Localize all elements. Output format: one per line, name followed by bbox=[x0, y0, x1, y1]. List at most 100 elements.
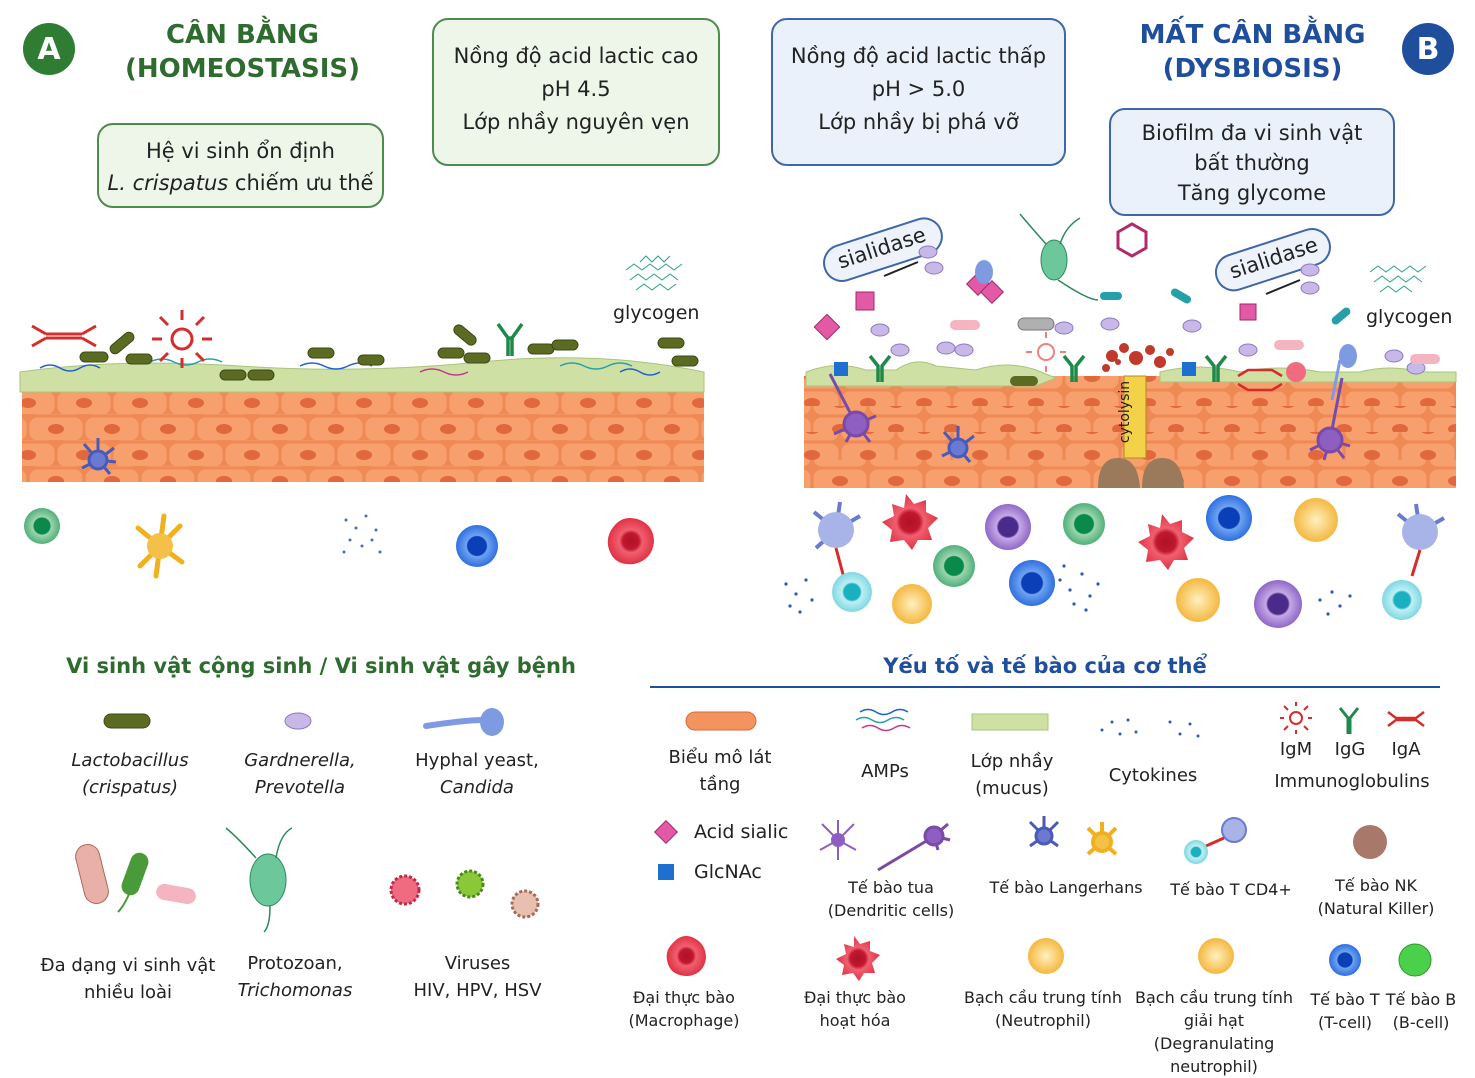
biofilm-line1: Biofilm đa vi sinh vật bbox=[1141, 121, 1363, 145]
lactobacillus-line1: Lactobacillus bbox=[71, 750, 189, 771]
epithelium-icon bbox=[685, 711, 757, 731]
panel-b-neutrophil-2 bbox=[1176, 578, 1220, 622]
neutro-line2: (Neutrophil) bbox=[995, 1011, 1091, 1030]
panel-b-teal-rods bbox=[1100, 288, 1351, 325]
biofilm-line3: Tăng glycome bbox=[1177, 181, 1327, 205]
amps-text: AMPs bbox=[861, 761, 909, 782]
sialidase-arm-1 bbox=[883, 261, 919, 277]
macro-act-line2: hoạt hóa bbox=[819, 1011, 891, 1030]
virus-label: Viruses HIV, HPV, HSV bbox=[400, 950, 555, 1004]
panel-b-virus bbox=[1116, 222, 1148, 258]
cytolysin-damage bbox=[1102, 343, 1174, 372]
diverse-microbes-icon bbox=[75, 844, 196, 913]
panel-b-cd4-cell-left bbox=[812, 501, 872, 612]
t-cell-icon bbox=[1329, 944, 1361, 976]
sialidase-arm-2 bbox=[1265, 279, 1301, 295]
glcnac-label: GlcNAc bbox=[694, 861, 762, 883]
iga-label: IgA bbox=[1391, 739, 1421, 760]
panel-b-title-line1: MẤT CÂN BẰNG bbox=[1139, 20, 1366, 50]
panel-b-cytokines-mid bbox=[1058, 564, 1100, 612]
gardnerella-line1: Gardnerella, bbox=[244, 750, 356, 771]
dendritic-label: Tế bào tua (Dendritic cells) bbox=[816, 876, 966, 922]
panel-b-igg bbox=[868, 354, 1228, 382]
t-cd4-text: Tế bào T CD4+ bbox=[1170, 880, 1292, 899]
degranulating-neutrophil-label: Bạch cầu trung tính giải hạt (Degranulat… bbox=[1114, 986, 1314, 1078]
panel-b-t-cell-1 bbox=[1009, 560, 1055, 606]
degran-line2: giải hạt bbox=[1183, 1011, 1245, 1030]
panel-a-title-line1: CÂN BẰNG bbox=[165, 20, 320, 50]
panel-b-gardnerella bbox=[870, 245, 1426, 375]
panel-a-title-line2: (HOMEOSTASIS) bbox=[124, 54, 361, 84]
panel-b-neutrophil-1 bbox=[892, 584, 932, 624]
panel-b-glycogen bbox=[1369, 265, 1427, 293]
sialidase-pill-1 bbox=[823, 217, 943, 282]
activated-macrophage-label: Đại thực bào hoạt hóa bbox=[790, 986, 920, 1032]
t-cd4-label: Tế bào T CD4+ bbox=[1166, 878, 1296, 901]
degran-line3: (Degranulating neutrophil) bbox=[1153, 1034, 1275, 1076]
hyphal-line1: Hyphal yeast, bbox=[415, 750, 539, 771]
lactobacillus-line2: (crispatus) bbox=[81, 777, 179, 798]
panel-a-t-cell bbox=[456, 525, 498, 567]
activated-macrophage-icon bbox=[836, 936, 880, 981]
bcell-line1: Tế bào B bbox=[1385, 990, 1457, 1009]
dendritic-icon-1 bbox=[819, 820, 857, 860]
epi-line1: Biểu mô lát bbox=[668, 747, 772, 768]
epithelium-label: Biểu mô lát tầng bbox=[650, 744, 790, 798]
gardnerella-line2: Prevotella bbox=[254, 777, 346, 798]
panel-b-cytokines-left bbox=[784, 578, 814, 614]
panel-a-igm bbox=[152, 310, 212, 368]
lactobacillus-label: Lactobacillus (crispatus) bbox=[40, 747, 220, 801]
protozoan-line2: Trichomonas bbox=[237, 980, 353, 1001]
diverse-microbes-label: Đa dạng vi sinh vật nhiều loài bbox=[28, 952, 228, 1006]
panel-a-b-cell bbox=[24, 508, 60, 544]
macrophage-label: Đại thực bào (Macrophage) bbox=[614, 986, 754, 1032]
lactobacillus-icon bbox=[103, 713, 151, 729]
t-cd4-icon bbox=[1184, 817, 1247, 864]
amps-icon bbox=[855, 708, 911, 732]
macro-act-line1: Đại thực bào bbox=[804, 988, 906, 1007]
degranulating-neutrophil-icon bbox=[1198, 938, 1234, 974]
cytokines-text: Cytokines bbox=[1108, 765, 1198, 786]
panel-a-title: CÂN BẰNG (HOMEOSTASIS) bbox=[120, 18, 365, 86]
neutrophil-label: Bạch cầu trung tính (Neutrophil) bbox=[962, 986, 1124, 1032]
stable-box-italic: L. crispatus bbox=[107, 171, 229, 195]
panel-b-t-cell-2 bbox=[1206, 495, 1252, 541]
panel-b-activated-macrophage-2 bbox=[1138, 514, 1194, 570]
mucus-icon bbox=[971, 713, 1049, 731]
t-cell-label: Tế bào T (T-cell) bbox=[1306, 988, 1384, 1034]
igg-label: IgG bbox=[1334, 739, 1366, 760]
diverse-line2: nhiều loài bbox=[83, 982, 173, 1003]
dendritic-line1: Tế bào tua bbox=[848, 878, 934, 897]
high-lactic-line2: pH 4.5 bbox=[541, 77, 611, 101]
hyphal-yeast-label: Hyphal yeast, Candida bbox=[392, 747, 562, 801]
panel-a-langerhans-cell-yellow bbox=[135, 513, 185, 579]
mucus-label: Lớp nhầy (mucus) bbox=[950, 748, 1074, 802]
panel-a-lactobacilli bbox=[79, 324, 699, 381]
low-lactic-line2: pH > 5.0 bbox=[871, 77, 966, 101]
tcell-line1: Tế bào T bbox=[1310, 990, 1380, 1009]
neutro-line1: Bạch cầu trung tính bbox=[963, 988, 1122, 1007]
stable-box-rest: chiếm ưu thế bbox=[228, 171, 374, 195]
panel-b-bacteria-rods bbox=[950, 317, 1440, 386]
macro-line1: Đại thực bào bbox=[633, 988, 735, 1007]
protozoan-label: Protozoan, Trichomonas bbox=[220, 950, 370, 1004]
high-lactic-line3: Lớp nhầy nguyên vẹn bbox=[462, 110, 690, 134]
low-lactic-box: Nồng độ acid lactic thấp pH > 5.0 Lớp nh… bbox=[771, 18, 1066, 166]
damaged-cells bbox=[1098, 458, 1184, 488]
panel-b-igm bbox=[1026, 332, 1066, 372]
stable-box-line2: L. crispatus chiếm ưu thế bbox=[99, 167, 382, 199]
nk-line1: Tế bào NK bbox=[1335, 876, 1417, 895]
nk-label: Tế bào NK (Natural Killer) bbox=[1306, 874, 1446, 920]
tcell-line2: (T-cell) bbox=[1317, 1013, 1373, 1032]
b-cell-label: Tế bào B (B-cell) bbox=[1382, 988, 1460, 1034]
mucus-line2: (mucus) bbox=[975, 778, 1049, 799]
nk-line2: (Natural Killer) bbox=[1317, 899, 1435, 918]
nk-cell-icon bbox=[1353, 825, 1387, 859]
hyphal-line2: Candida bbox=[440, 777, 514, 798]
low-lactic-line3: Lớp nhầy bị phá vỡ bbox=[818, 110, 1019, 134]
panel-b-langerhans-cell bbox=[941, 426, 975, 463]
protozoan-line1: Protozoan, bbox=[247, 953, 343, 974]
iga-icon bbox=[1387, 711, 1425, 727]
high-lactic-box: Nồng độ acid lactic cao pH 4.5 Lớp nhầy … bbox=[432, 18, 720, 166]
host-legend-rule bbox=[650, 686, 1440, 688]
